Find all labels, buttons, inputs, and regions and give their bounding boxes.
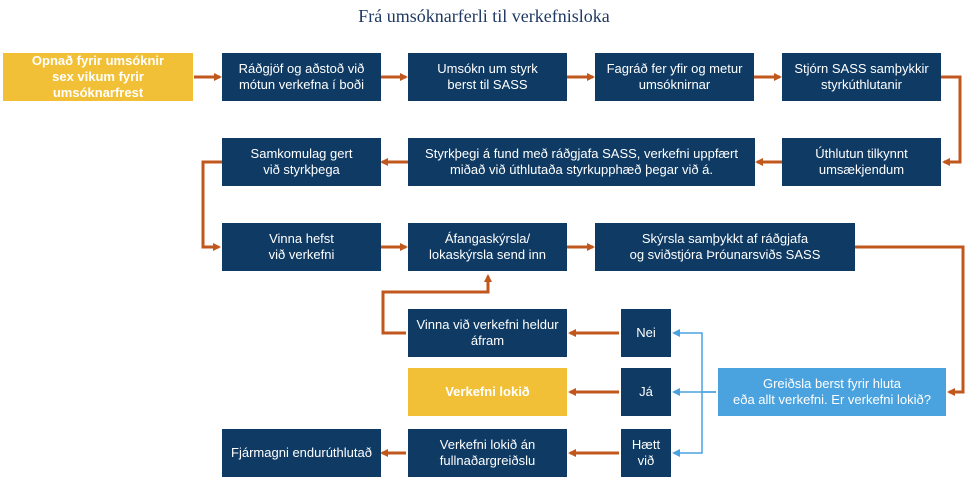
box-project-finished-label: Verkefni lokið — [445, 384, 530, 399]
box-advice-label: Ráðgjöf og aðstoð við mótun verkefna í b… — [238, 61, 365, 92]
box-funds-reallocated-label: Fjármagni endurúthlutað — [231, 445, 372, 460]
box-decision-yes-label: Já — [639, 384, 653, 399]
box-finished-without-payment: Verkefni lokið án fullnaðargreiðslu — [408, 429, 567, 477]
arrow-board-to-notify — [941, 75, 962, 166]
box-report-approved: Skýrsla samþykkt af ráðgjafa og sviðstjó… — [595, 223, 855, 271]
box-work-start-label: Vinna hefst við verkefni — [268, 231, 335, 262]
box-project-finished: Verkefni lokið — [408, 368, 567, 416]
box-report-label: Áfangaskýrsla/ lokaskýrsla send inn — [428, 231, 547, 262]
arrow-payment-to-no — [672, 329, 716, 393]
box-application-received-label: Umsókn um styrk berst til SASS — [437, 61, 538, 92]
box-open-applications-label: Opnað fyrir umsóknir sex vikum fyrir ums… — [31, 53, 165, 100]
box-payment-question: Greiðsla berst fyrir hluta eða allt verk… — [718, 368, 946, 416]
box-advice: Ráðgjöf og aðstoð við mótun verkefna í b… — [222, 53, 381, 101]
box-funds-reallocated: Fjármagni endurúthlutað — [222, 429, 381, 477]
box-decision-cancelled-label: Hætt við — [631, 437, 661, 468]
box-board-approval-label: Stjórn SASS samþykkir styrkúthlutanir — [794, 61, 929, 92]
arrow-agreement-to-workstart — [201, 160, 222, 251]
box-meeting: Styrkþegi á fund með ráðgjafa SASS, verk… — [408, 138, 755, 186]
box-notify-label: Úthlutun tilkynnt umsækjendum — [815, 146, 908, 177]
diagram-title: Frá umsóknarferli til verkefnisloka — [358, 6, 610, 26]
box-review: Fagráð fer yfir og metur umsóknirnar — [595, 53, 754, 101]
box-continue-work-label: Vinna við verkefni heldur áfram — [416, 317, 559, 348]
box-meeting-label: Styrkþegi á fund með ráðgjafa SASS, verk… — [425, 146, 738, 177]
box-finished-without-payment-label: Verkefni lokið án fullnaðargreiðslu — [439, 437, 536, 468]
box-application-received: Umsókn um styrk berst til SASS — [408, 53, 567, 101]
box-board-approval: Stjórn SASS samþykkir styrkúthlutanir — [782, 53, 941, 101]
box-continue-work: Vinna við verkefni heldur áfram — [408, 309, 567, 357]
arrow-payment-to-stop — [672, 392, 703, 457]
box-decision-yes: Já — [621, 368, 671, 416]
box-notify: Úthlutun tilkynnt umsækjendum — [782, 138, 941, 186]
box-payment-question-label: Greiðsla berst fyrir hluta eða allt verk… — [733, 376, 931, 407]
box-agreement: Samkomulag gert við styrkþega — [222, 138, 381, 186]
box-report: Áfangaskýrsla/ lokaskýrsla send inn — [408, 223, 567, 271]
arrow-approved-to-payment — [855, 245, 965, 396]
box-agreement-label: Samkomulag gert við styrkþega — [250, 146, 353, 177]
box-decision-no-label: Nei — [636, 325, 656, 340]
box-open-applications: Opnað fyrir umsóknir sex vikum fyrir ums… — [3, 53, 193, 101]
box-report-approved-label: Skýrsla samþykkt af ráðgjafa og sviðstjó… — [629, 231, 821, 262]
box-decision-cancelled: Hætt við — [621, 429, 671, 477]
box-review-label: Fagráð fer yfir og metur umsóknirnar — [606, 61, 743, 92]
box-work-start: Vinna hefst við verkefni — [222, 223, 381, 271]
box-decision-no: Nei — [621, 309, 671, 357]
arrow-continue-to-report — [381, 274, 492, 335]
